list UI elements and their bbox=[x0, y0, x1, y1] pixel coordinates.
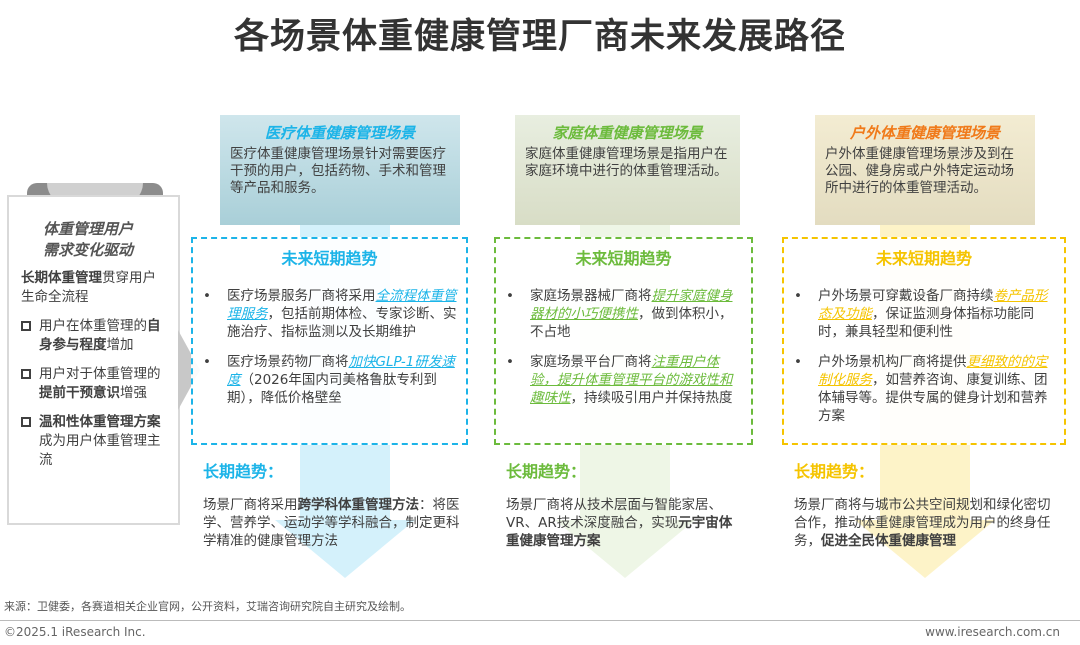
copyright: ©2025.1 iResearch Inc. bbox=[4, 625, 146, 639]
long-term-title: 长期趋势： bbox=[794, 462, 875, 481]
highlight: 注重用户体验，提升体重管理平台的游戏性和趣味性 bbox=[530, 354, 733, 406]
t: 医疗场景服务厂商将采用 bbox=[227, 288, 376, 304]
bullet-icon: • bbox=[794, 288, 802, 304]
long-term-text: 场景厂商将采用跨学科体重管理方法：将医学、营养学、运动学等学科融合，制定更科学精… bbox=[203, 496, 460, 550]
t: 场景厂商将从技术层面与智能家居、VR、AR技术深度融合，实现 bbox=[506, 497, 722, 531]
flow-arrow-head bbox=[275, 520, 415, 578]
flow-arrow-head bbox=[555, 520, 695, 578]
t: ，包括前期体检、专家诊断、实施治疗、指标监测以及长期维护 bbox=[227, 306, 457, 340]
bullet-icon: • bbox=[506, 288, 514, 304]
highlight: 加快GLP-1研发速度 bbox=[227, 354, 455, 388]
t: 家庭场景平台厂商将 bbox=[530, 354, 652, 370]
left-item: 用户对于体重管理的提前干预意识增强 bbox=[21, 365, 168, 403]
left-item: 用户在体重管理的自身参与程度增加 bbox=[21, 317, 168, 355]
t-bold: 元宇宙体重健康管理方案 bbox=[506, 515, 733, 549]
bullet-icon: • bbox=[203, 288, 211, 304]
square-bullet-icon bbox=[21, 321, 31, 331]
t: ，如营养咨询、康复训练、团体辅导等。提供专属的健身计划和营养方案 bbox=[818, 372, 1048, 424]
t: ，做到体积小，不占地 bbox=[530, 306, 733, 340]
bullet-icon: • bbox=[203, 354, 211, 370]
square-bullet-icon bbox=[21, 417, 31, 427]
t: 增加 bbox=[106, 337, 134, 353]
square-bullet-icon bbox=[21, 369, 31, 379]
left-panel: 体重管理用户需求变化驱动 长期体重管理贯穿用户生命全流程 用户在体重管理的自身参… bbox=[7, 195, 180, 525]
left-heading-2: 需求变化驱动 bbox=[43, 241, 134, 259]
t: （2026年国内司美格鲁肽专利到期），降低价格壁垒 bbox=[227, 372, 437, 406]
short-term-title: 未来短期趋势 bbox=[875, 249, 972, 268]
intro-text: 贯穿用户生命全流程 bbox=[21, 270, 156, 305]
source-note: 来源：卫健委，各赛道相关企业官网，公开资料，艾瑞咨询研究院自主研究及绘制。 bbox=[4, 600, 411, 613]
bullet-icon: • bbox=[794, 354, 802, 370]
t: 户外场景机构厂商将提供 bbox=[818, 354, 967, 370]
t: 用户对于体重管理的 bbox=[39, 366, 161, 382]
bullet-item: • 医疗场景药物厂商将加快GLP-1研发速度（2026年国内司美格鲁肽专利到期），… bbox=[201, 353, 458, 407]
page-title: 各场景体重健康管理厂商未来发展路径 bbox=[233, 17, 846, 57]
bullet-item: • 医疗场景服务厂商将采用全流程体重管理服务，包括前期体检、专家诊断、实施治疗、指… bbox=[201, 287, 458, 341]
left-heading-1: 体重管理用户 bbox=[43, 220, 134, 238]
t: 场景厂商将采用 bbox=[203, 497, 298, 513]
scene-title: 医疗体重健康管理场景 bbox=[264, 124, 415, 142]
footer-divider bbox=[0, 620, 1080, 621]
long-term-text: 场景厂商将与城市公共空间规划和绿化密切合作，推动体重健康管理成为用户的终身任务，… bbox=[794, 496, 1058, 550]
bullet-icon: • bbox=[506, 354, 514, 370]
t: 场景厂商将与城市公共空间规划和绿化密切合作，推动体重健康管理成为用户的终身任务， bbox=[794, 497, 1051, 549]
left-intro: 长期体重管理贯穿用户生命全流程 bbox=[21, 269, 168, 307]
t: 家庭场景器械厂商将 bbox=[530, 288, 652, 304]
intro-bold: 长期体重管理 bbox=[21, 270, 102, 286]
bullet-item: • 户外场景机构厂商将提供更细致的的定制化服务，如营养咨询、康复训练、团体辅导等。… bbox=[792, 353, 1056, 425]
t: 成为用户体重管理主流 bbox=[39, 433, 161, 468]
website-link[interactable]: www.iresearch.com.cn bbox=[925, 625, 1060, 639]
long-term-title: 长期趋势： bbox=[203, 462, 284, 481]
scene-desc: 医疗体重健康管理场景针对需要医疗干预的用户，包括药物、手术和管理等产品和服务。 bbox=[230, 146, 446, 196]
t-bold: 温和性体重管理方案 bbox=[39, 414, 161, 430]
t: 增强 bbox=[120, 385, 147, 401]
short-term-box: 未来短期趋势 • 家庭场景器械厂商将提升家庭健身器材的小巧便携性，做到体积小，不占地… bbox=[494, 237, 753, 445]
highlight: 提升家庭健身器材的小巧便携性 bbox=[530, 288, 733, 322]
left-item: 温和性体重管理方案成为用户体重管理主流 bbox=[21, 413, 168, 470]
t-bold: 提前干预意识 bbox=[39, 385, 120, 401]
bullet-item: • 家庭场景器械厂商将提升家庭健身器材的小巧便携性，做到体积小，不占地 bbox=[504, 287, 743, 341]
t: ，持续吸引用户并保持热度 bbox=[570, 390, 733, 406]
t: 医疗场景药物厂商将 bbox=[227, 354, 349, 370]
scene-card: 医疗体重健康管理场景 医疗体重健康管理场景针对需要医疗干预的用户，包括药物、手术… bbox=[220, 115, 460, 225]
short-term-box: 未来短期趋势 • 医疗场景服务厂商将采用全流程体重管理服务，包括前期体检、专家诊断、… bbox=[191, 237, 468, 445]
scene-desc: 户外体重健康管理场景涉及到在公园、健身房或户外特定运动场所中进行的体重管理活动。 bbox=[825, 146, 1014, 196]
t-bold: 自身参与程度 bbox=[39, 318, 161, 353]
t-bold: 促进全民体重健康管理 bbox=[821, 533, 956, 549]
scene-card: 家庭体重健康管理场景 家庭体重健康管理场景是指用户在家庭环境中进行的体重管理活动… bbox=[515, 115, 740, 225]
bullet-item: • 家庭场景平台厂商将注重用户体验，提升体重管理平台的游戏性和趣味性，持续吸引用户… bbox=[504, 353, 743, 407]
highlight: 全流程体重管理服务 bbox=[227, 288, 457, 322]
highlight: 卷产品形态及功能 bbox=[818, 288, 1048, 322]
flow-arrow-head bbox=[855, 520, 995, 578]
t: ：将医学、营养学、运动学等学科融合，制定更科学精准的健康管理方法 bbox=[203, 497, 460, 549]
t-bold: 跨学科体重管理方法 bbox=[297, 497, 420, 513]
t: ，保证监测身体指标功能同时，兼具轻型和便利性 bbox=[818, 306, 1034, 340]
t: 户外场景可穿戴设备厂商持续 bbox=[818, 288, 994, 304]
scene-card: 户外体重健康管理场景 户外体重健康管理场景涉及到在公园、健身房或户外特定运动场所… bbox=[815, 115, 1035, 225]
scene-title: 户外体重健康管理场景 bbox=[849, 124, 1000, 142]
t: 用户在体重管理的 bbox=[39, 318, 147, 334]
long-term-text: 场景厂商将从技术层面与智能家居、VR、AR技术深度融合，实现元宇宙体重健康管理方… bbox=[506, 496, 745, 550]
bullet-item: • 户外场景可穿戴设备厂商持续卷产品形态及功能，保证监测身体指标功能同时，兼具轻型… bbox=[792, 287, 1056, 341]
scene-desc: 家庭体重健康管理场景是指用户在家庭环境中进行的体重管理活动。 bbox=[525, 146, 728, 179]
long-term-title: 长期趋势： bbox=[506, 462, 587, 481]
short-term-title: 未来短期趋势 bbox=[575, 249, 672, 268]
short-term-title: 未来短期趋势 bbox=[281, 249, 378, 268]
scene-title: 家庭体重健康管理场景 bbox=[552, 124, 703, 142]
short-term-box: 未来短期趋势 • 户外场景可穿戴设备厂商持续卷产品形态及功能，保证监测身体指标功能同… bbox=[782, 237, 1066, 445]
highlight: 更细致的的定制化服务 bbox=[818, 354, 1048, 388]
